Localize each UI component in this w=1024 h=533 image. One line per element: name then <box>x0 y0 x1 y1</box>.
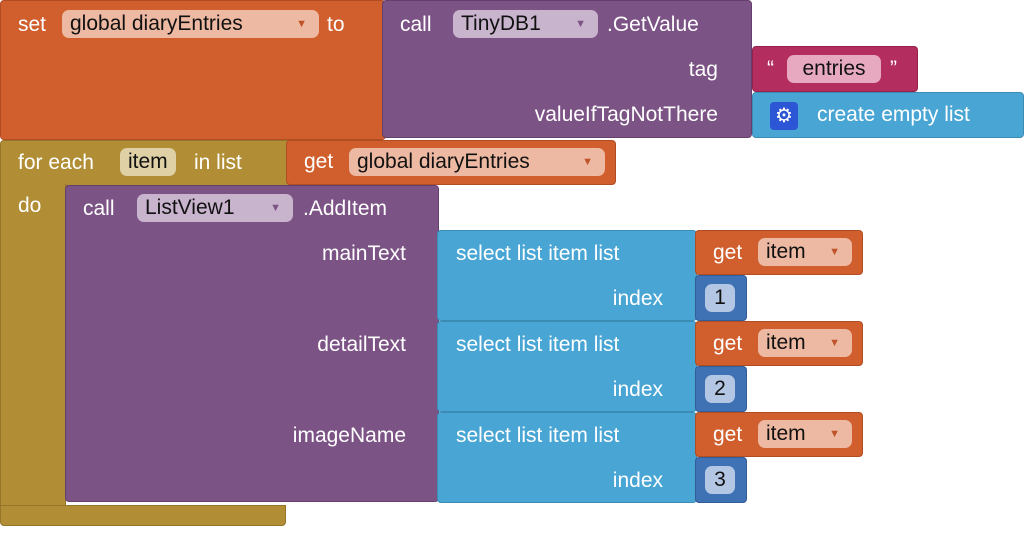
component-name: ListView1 <box>145 196 235 219</box>
call-label: call <box>400 13 432 36</box>
variable-name: item <box>766 240 806 263</box>
number-value-field[interactable]: 1 <box>705 284 735 312</box>
number-block[interactable]: 1 <box>695 275 747 321</box>
component-dropdown[interactable]: TinyDB1 ▼ <box>453 10 598 38</box>
method-label: .AddItem <box>303 197 388 220</box>
variable-dropdown[interactable]: global diaryEntries ▼ <box>349 148 605 176</box>
index-label: index <box>612 469 663 492</box>
variable-dropdown[interactable]: global diaryEntries ▼ <box>62 10 319 38</box>
text-block[interactable]: “ entries ” <box>752 46 918 92</box>
select-list-item-block[interactable]: select list item list index <box>437 230 697 321</box>
index-label: index <box>612 287 663 310</box>
create-empty-list-block[interactable]: ⚙ create empty list <box>752 92 1024 138</box>
create-empty-list-label: create empty list <box>817 103 970 126</box>
tag-label: tag <box>688 58 718 81</box>
variable-dropdown[interactable]: item ▼ <box>758 420 852 448</box>
for-each-do-column: do <box>0 184 66 508</box>
variable-dropdown[interactable]: item ▼ <box>758 238 852 266</box>
variable-name: item <box>766 331 806 354</box>
text-value-field[interactable]: entries <box>787 55 881 83</box>
close-quote: ” <box>890 57 897 80</box>
set-label: set <box>18 13 47 36</box>
param-imagename: imageName <box>292 424 406 447</box>
dropdown-arrow-icon: ▼ <box>829 337 840 349</box>
open-quote: “ <box>767 57 774 80</box>
component-dropdown[interactable]: ListView1 ▼ <box>137 194 293 222</box>
dropdown-arrow-icon: ▼ <box>270 202 281 214</box>
get-label: get <box>713 423 743 446</box>
for-each-label: for each <box>18 151 94 174</box>
variable-dropdown[interactable]: item ▼ <box>758 329 852 357</box>
variable-name: item <box>766 422 806 445</box>
listview-additem-block[interactable]: call ListView1 ▼ .AddItem mainText detail… <box>65 185 439 502</box>
number-block[interactable]: 2 <box>695 366 747 412</box>
index-label: index <box>612 378 663 401</box>
variable-name: global diaryEntries <box>70 12 243 35</box>
do-label: do <box>18 194 42 217</box>
for-each-bottom-arm <box>0 505 286 526</box>
call-label: call <box>83 197 115 220</box>
number-value-field[interactable]: 3 <box>705 466 735 494</box>
to-label: to <box>327 13 345 36</box>
set-variable-block[interactable]: set global diaryEntries ▼ to <box>0 0 386 140</box>
dropdown-arrow-icon: ▼ <box>296 18 307 30</box>
dropdown-arrow-icon: ▼ <box>582 156 593 168</box>
get-label: get <box>713 332 743 355</box>
number-value-field[interactable]: 2 <box>705 375 735 403</box>
param-maintext: mainText <box>321 242 406 265</box>
dropdown-arrow-icon: ▼ <box>829 246 840 258</box>
get-item-block[interactable]: get item ▼ <box>695 321 863 366</box>
select-list-item-block[interactable]: select list item list index <box>437 321 697 412</box>
number-block[interactable]: 3 <box>695 457 747 503</box>
get-label: get <box>304 150 334 173</box>
get-label: get <box>713 241 743 264</box>
get-item-block[interactable]: get item ▼ <box>695 230 863 275</box>
select-list-item-block[interactable]: select list item list index <box>437 412 697 503</box>
for-each-block[interactable]: for each item in list <box>0 140 290 186</box>
loop-variable-field[interactable]: item <box>120 148 176 176</box>
select-list-item-label: select list item list <box>456 333 620 356</box>
select-list-item-label: select list item list <box>456 424 620 447</box>
gear-icon[interactable]: ⚙ <box>770 102 798 130</box>
variable-name: global diaryEntries <box>357 150 530 173</box>
tinydb-getvalue-block[interactable]: call TinyDB1 ▼ .GetValue tag valueIfTagNo… <box>382 0 752 138</box>
component-name: TinyDB1 <box>461 12 541 35</box>
in-list-label: in list <box>194 151 242 174</box>
get-item-block[interactable]: get item ▼ <box>695 412 863 457</box>
param-detailtext: detailText <box>317 333 406 356</box>
dropdown-arrow-icon: ▼ <box>829 428 840 440</box>
select-list-item-label: select list item list <box>456 242 620 265</box>
default-label: valueIfTagNotThere <box>534 103 718 126</box>
get-global-block[interactable]: get global diaryEntries ▼ <box>286 140 616 185</box>
method-label: .GetValue <box>607 13 699 36</box>
dropdown-arrow-icon: ▼ <box>575 18 586 30</box>
